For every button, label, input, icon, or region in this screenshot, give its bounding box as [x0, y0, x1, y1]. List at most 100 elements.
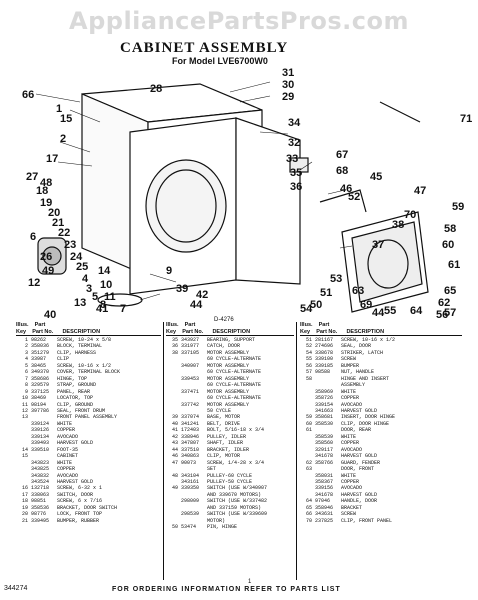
row-part-number: 132718 — [31, 485, 50, 492]
row-part-number: 339495 — [31, 517, 50, 524]
row-part-number: 98262 — [31, 337, 47, 343]
row-description: COPPER — [57, 466, 76, 473]
callout-number: 36 — [290, 181, 302, 193]
row-part-number: 339510 — [31, 446, 50, 453]
row-description: SWITCH (USE W/339609 — [207, 511, 268, 518]
callout-number: 62 — [438, 297, 450, 309]
row-description: AND 337159 MOTORS) — [207, 504, 262, 511]
callout-number: 37 — [372, 239, 384, 251]
callout-number: 56 — [436, 309, 448, 321]
row-key: 64 — [305, 498, 312, 505]
callout-number: 49 — [42, 265, 54, 277]
callout-number: 17 — [46, 153, 58, 165]
table-row: AND 339670 MOTORS) — [166, 492, 294, 498]
table-row: 60 CYCLE-ALTERNATE — [166, 369, 294, 375]
row-part-number: 397786 — [31, 407, 50, 414]
row-part-number: 38465 — [31, 362, 47, 369]
row-description: 60 CYCLE-ALTERNATE — [207, 395, 262, 402]
callout-number: 50 — [310, 299, 322, 311]
row-part-number: 341678 — [315, 491, 334, 498]
hinge-bracket — [319, 189, 367, 213]
column-divider — [296, 322, 297, 580]
row-key: 18 — [21, 498, 28, 505]
callout-number: 52 — [348, 191, 360, 203]
callout-number: 25 — [76, 261, 88, 273]
callout-number: 30 — [282, 79, 294, 91]
row-description: ASSEMBLY — [341, 382, 366, 389]
row-description: BOLT, 5/16-18 x 3/4 — [207, 427, 265, 434]
callout-number: 71 — [460, 113, 472, 125]
row-part-number: 339134 — [31, 433, 50, 440]
row-description: CATCH, DOOR — [207, 343, 241, 350]
row-key: 19 — [21, 504, 28, 511]
row-key: 62 — [305, 459, 312, 466]
row-description: FRONT PANEL ASSEMBLY — [57, 414, 118, 421]
row-part-number: 339493 — [31, 440, 50, 447]
row-key: 2 — [24, 343, 28, 350]
row-description: HARVEST GOLD — [57, 440, 94, 447]
row-description: SCREW, 10-16 x 1/2 — [341, 337, 396, 343]
row-description: BUMPER, RUBBER — [57, 517, 100, 524]
row-part-number: 237825 — [315, 517, 334, 524]
callout-number: 18 — [36, 185, 48, 197]
cabinet-side-panel — [235, 117, 301, 285]
row-part-number: 298009 — [181, 498, 200, 505]
row-description: PULLEY-50 CYCLE — [207, 478, 253, 485]
row-key: 7 — [24, 375, 28, 382]
row-key: 3 — [24, 349, 28, 356]
row-description: COPPER — [341, 478, 360, 485]
callout-number: 26 — [40, 251, 52, 263]
row-key: 41 — [171, 427, 178, 434]
callout-number: 12 — [28, 277, 40, 289]
diagram-code: D-4276 — [214, 317, 234, 323]
table-row: AND 337159 MOTORS) — [166, 505, 294, 511]
row-description: BRACKET, IDLER — [207, 446, 250, 453]
callout-number: 20 — [48, 207, 60, 219]
row-description: BUMPER — [341, 362, 360, 369]
row-part-number: 97046 — [315, 498, 331, 505]
row-description: PANEL, REAR — [57, 388, 91, 395]
row-description: 60 CYCLE-ALTERNATE — [207, 382, 262, 389]
row-part-number: 337510 — [181, 446, 200, 453]
row-description: MOTOR ASSEMBLY — [207, 375, 250, 382]
row-part-number: 343524 — [31, 478, 50, 485]
row-description: CLIP, FRONT PANEL — [341, 517, 393, 524]
row-part-number: 358031 — [315, 472, 334, 479]
row-description: HARVEST GOLD — [341, 453, 378, 460]
header-illus-label: Illus. Part — [16, 322, 46, 328]
row-description: 50 CYCLE — [207, 407, 232, 414]
row-key: 35 — [171, 337, 178, 343]
row-part-number: 343104 — [181, 472, 200, 479]
row-key: 66 — [305, 511, 312, 518]
row-part-number: 343832 — [31, 472, 50, 479]
model-subtitle: For Model LVE6700W0 — [172, 56, 268, 66]
callout-number: 14 — [98, 265, 111, 277]
row-part-number: 53474 — [181, 524, 197, 531]
row-part-number: 339156 — [315, 485, 334, 492]
row-key: 60 — [305, 420, 312, 427]
row-part-number: 98588 — [315, 369, 331, 376]
row-part-number: 339124 — [31, 420, 50, 427]
